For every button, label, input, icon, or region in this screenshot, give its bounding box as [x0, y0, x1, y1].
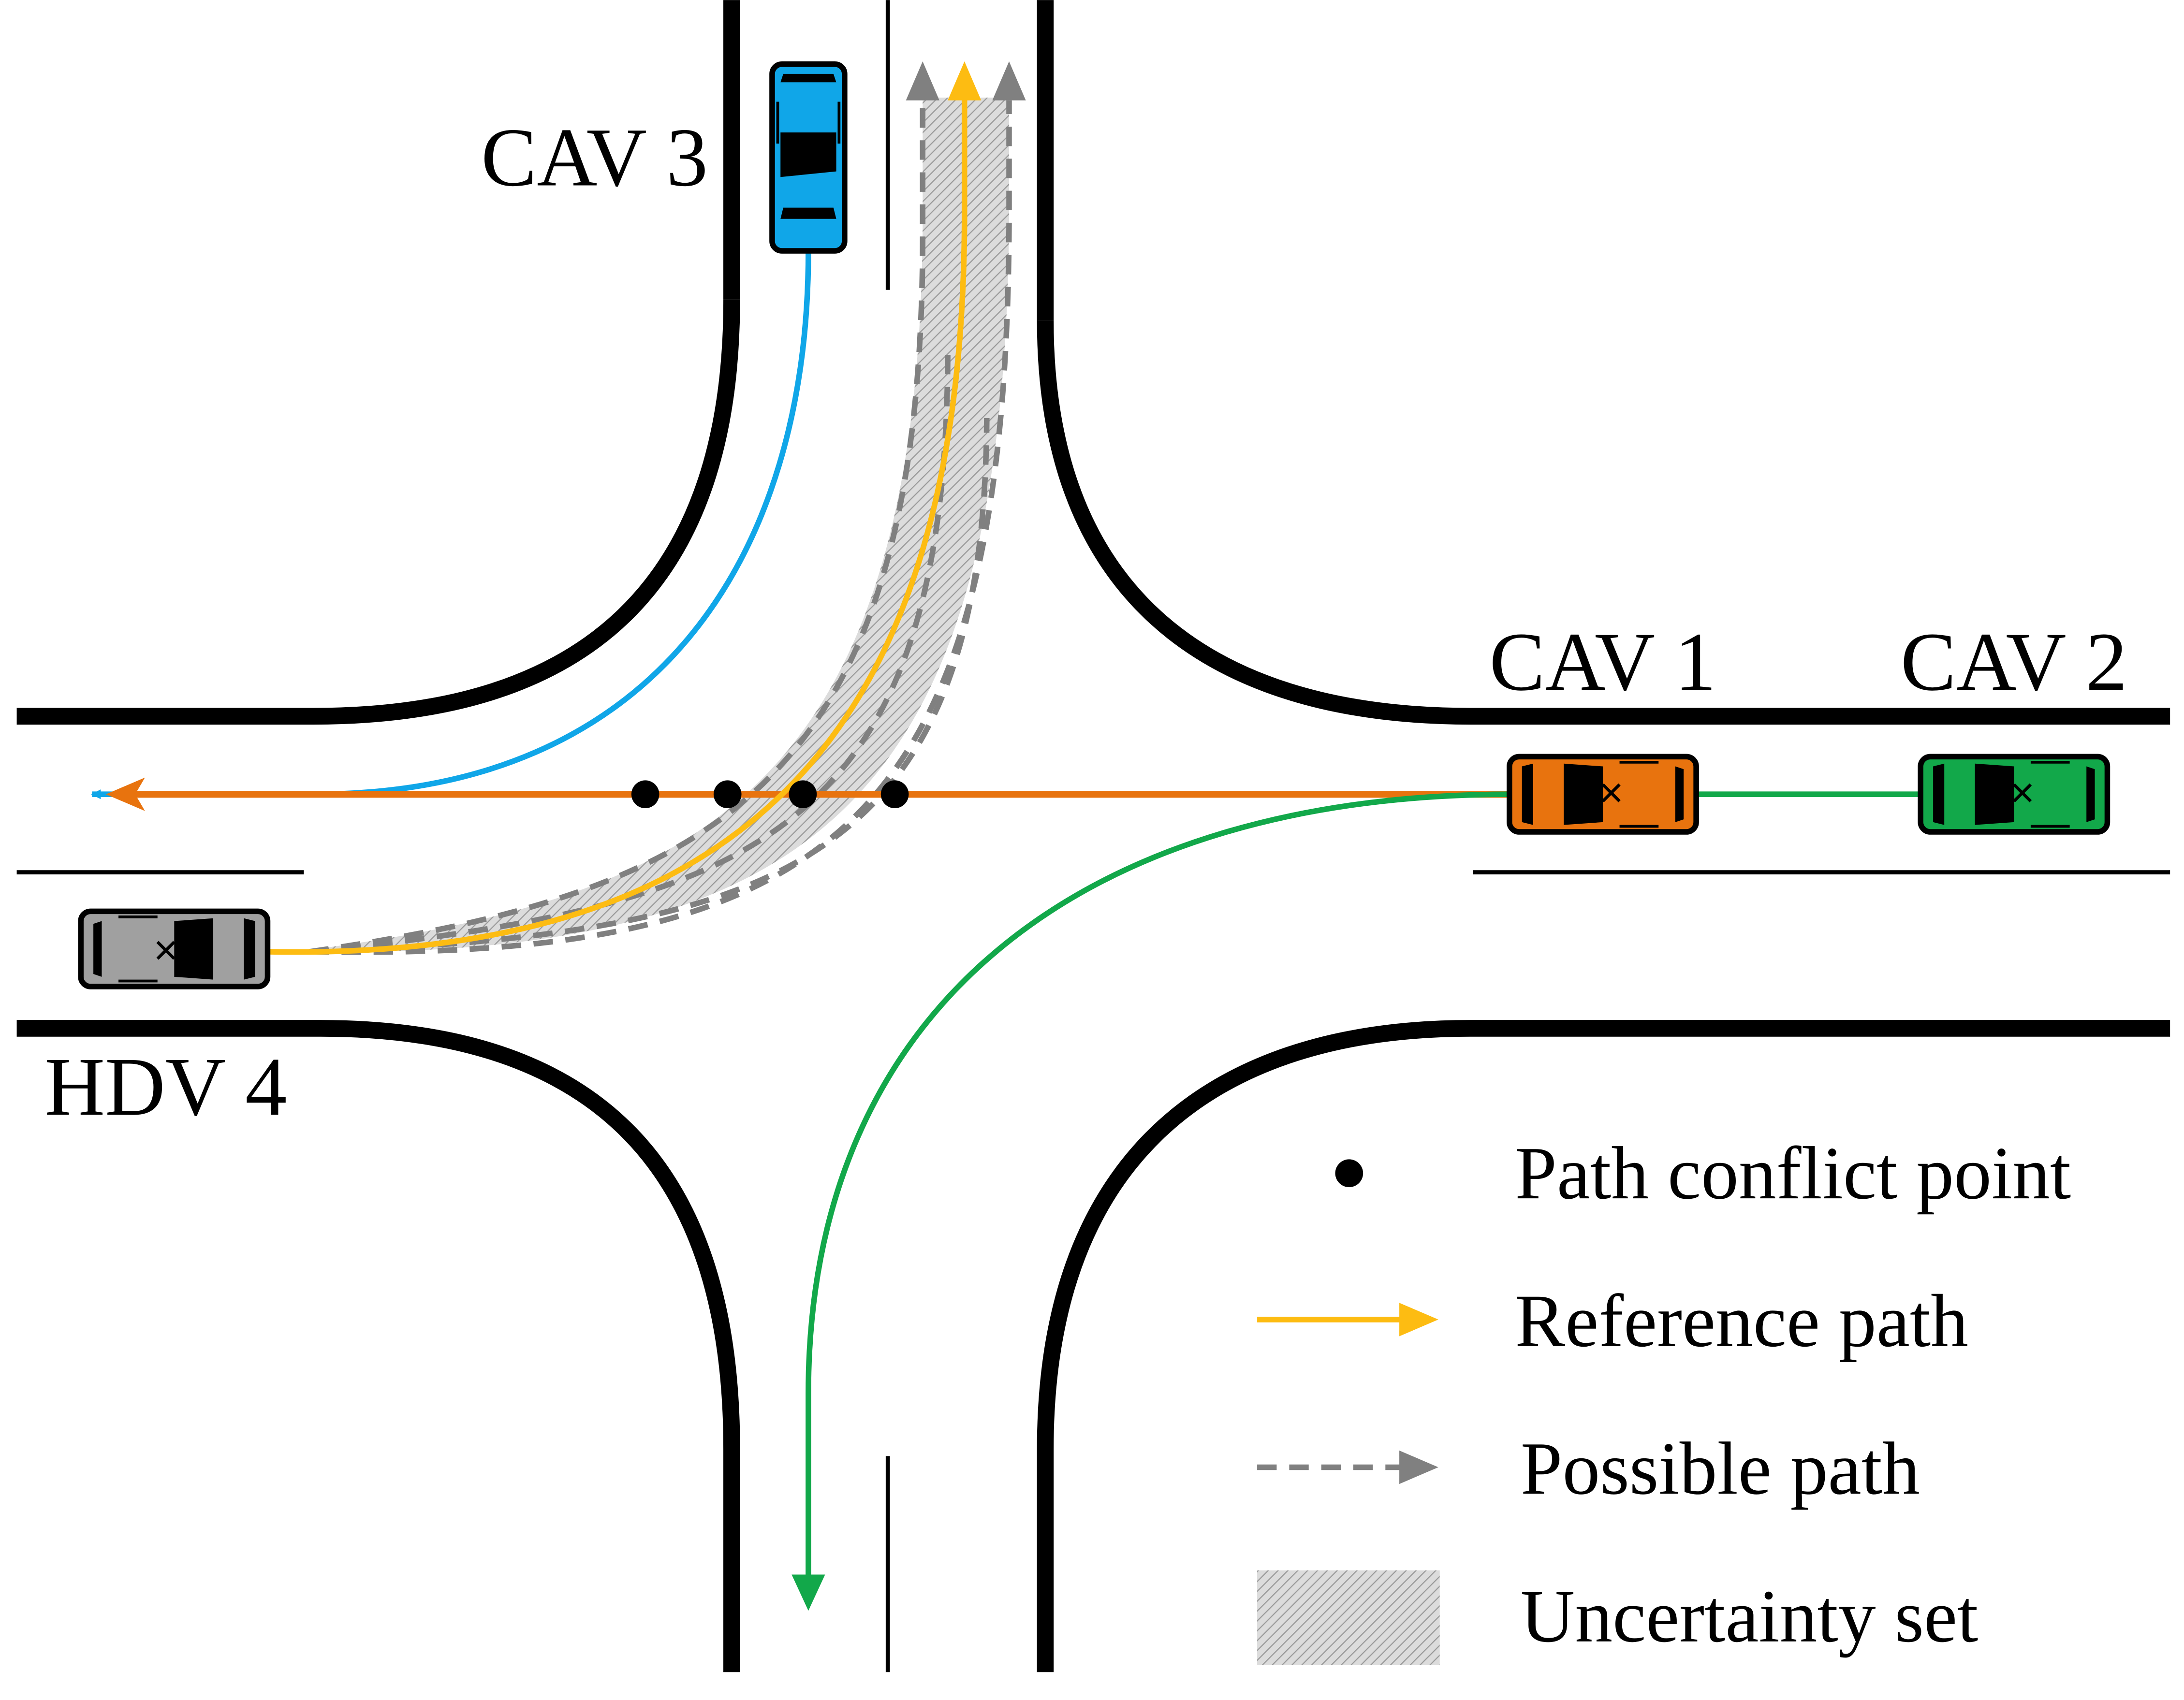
cav2-vehicle: [1918, 754, 2111, 835]
legend-reference-label: Reference path: [1515, 1279, 1968, 1363]
conflict-points: [631, 780, 909, 809]
legend-possible-label: Possible path: [1521, 1426, 1920, 1510]
cav2-path-arrowhead: [792, 1574, 825, 1611]
cav2-path: [806, 791, 1923, 1582]
cav3-label: CAV 3: [481, 112, 708, 204]
reference-path-arrowhead: [948, 61, 982, 101]
conflict-point: [631, 780, 660, 809]
center-mark-icon: [1601, 783, 1621, 802]
center-mark-icon: [156, 941, 176, 960]
possible-paths: [309, 100, 1012, 955]
possible-path-outer: [309, 100, 926, 955]
possible-path-arrowhead-right: [992, 61, 1026, 101]
cav1-label: CAV 1: [1489, 616, 1716, 708]
hdv4-vehicle: [78, 908, 271, 989]
legend-reference-icon: [1257, 1303, 1438, 1337]
lane-markings: [16, 0, 2170, 1672]
legend-conflict-label: Path conflict point: [1515, 1131, 2071, 1215]
reference-path: [267, 97, 967, 955]
cav3-vehicle: [769, 61, 848, 254]
uncertainty-set-region: [295, 97, 1009, 952]
legend-uncertainty-icon: [1257, 1570, 1440, 1665]
legend-conflict-icon: [1335, 1159, 1363, 1188]
road-edges: [16, 0, 2170, 1672]
center-mark-icon: [799, 148, 818, 167]
conflict-point: [713, 780, 742, 809]
conflict-point: [880, 780, 909, 809]
legend-possible-icon: [1257, 1450, 1438, 1484]
legend: Path conflict point Reference path Possi…: [1257, 1131, 2071, 1665]
cav1-path-arrowhead: [106, 777, 145, 811]
corner-south-west: [16, 1020, 740, 1672]
corner-north-east: [1037, 320, 2170, 725]
cav1-vehicle: [1507, 754, 1699, 835]
cav2-label: CAV 2: [1901, 616, 2127, 708]
cav3-path: [91, 250, 811, 799]
possible-path-far: [309, 100, 1012, 955]
corner-south-east: [1037, 1020, 2170, 1672]
possible-path-arrowheads: [906, 61, 1026, 101]
center-mark-icon: [2013, 783, 2032, 802]
conflict-point: [789, 780, 817, 809]
possible-path-inner: [309, 418, 990, 955]
hdv4-label: HDV 4: [44, 1041, 287, 1133]
legend-uncertainty-label: Uncertainty set: [1521, 1574, 1978, 1658]
possible-path-arrowhead-left: [906, 61, 939, 101]
corner-north-west: [16, 299, 740, 725]
